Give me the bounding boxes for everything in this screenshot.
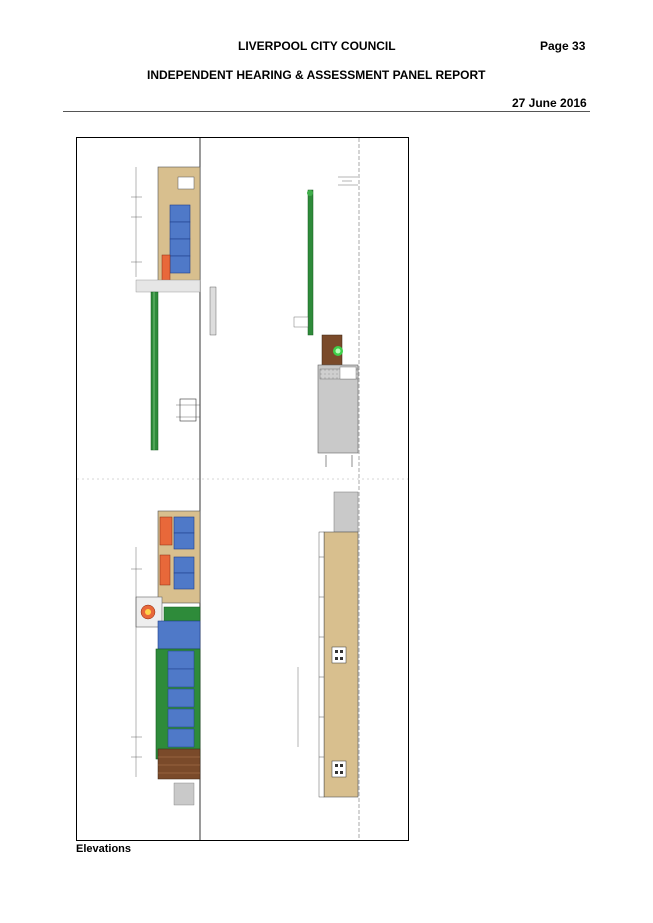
council-name: LIVERPOOL CITY COUNCIL — [238, 39, 396, 53]
elevation-upper-left — [131, 166, 217, 451]
drawing-border — [76, 137, 409, 841]
page-number: Page 33 — [540, 39, 586, 53]
elevations-drawing — [76, 137, 409, 841]
elevation-upper-right — [293, 176, 359, 467]
elevation-lower-left — [131, 510, 201, 806]
report-date: 27 June 2016 — [512, 96, 587, 110]
header-rule — [63, 111, 590, 112]
figure-caption: Elevations — [76, 843, 132, 855]
report-title: INDEPENDENT HEARING & ASSESSMENT PANEL R… — [147, 68, 486, 82]
elevation-lower-right — [297, 491, 359, 798]
